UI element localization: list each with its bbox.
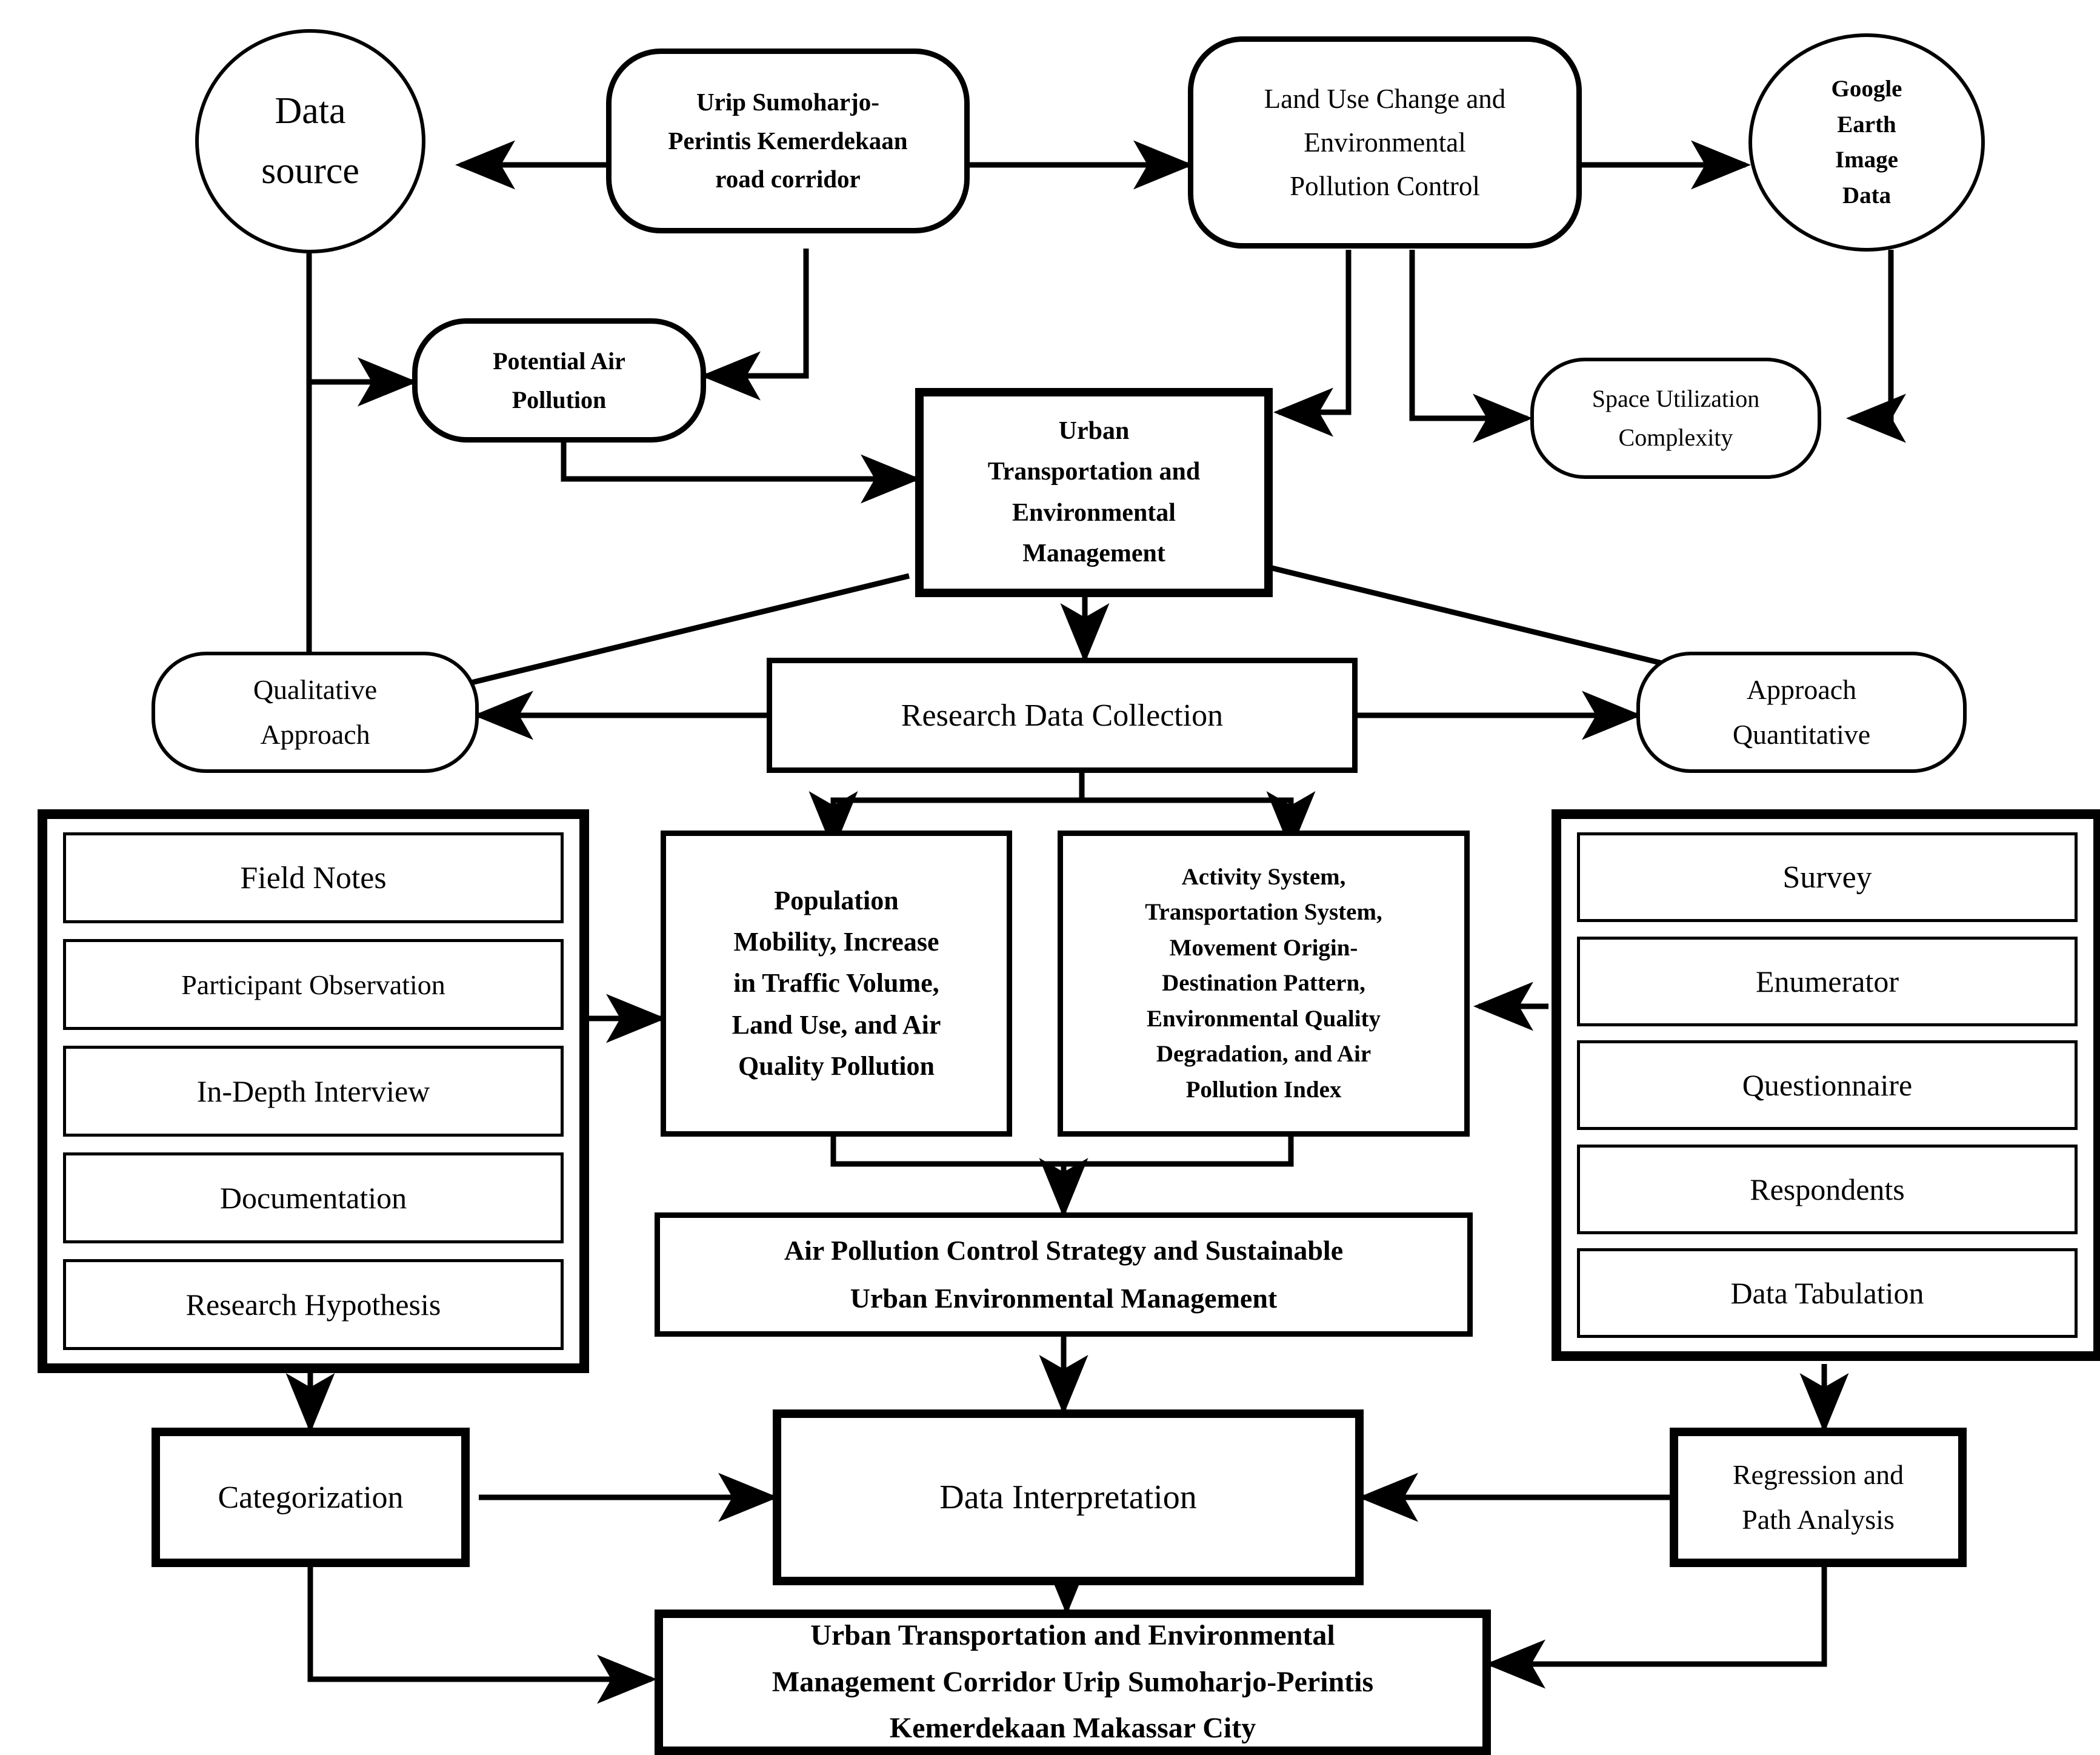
edge-landuse-to-urbanmgmt (1273, 250, 1352, 437)
list-item-label: Documentation (219, 1181, 407, 1215)
list-item-label: Data Tabulation (1730, 1276, 1924, 1310)
group-quantitative-methods: Survey Enumerator Questionnaire Responde… (1552, 809, 2100, 1361)
node-road-corridor-label: Urip Sumoharjo- Perintis Kemerdekaan roa… (668, 88, 908, 193)
edge-googleearth-to-spaceutil (1846, 250, 1906, 443)
list-item[interactable]: Survey (1577, 832, 2078, 922)
edge-categorization-to-final (307, 1567, 657, 1704)
node-research-data-collection[interactable]: Research Data Collection (767, 658, 1358, 773)
node-air-pollution-strategy[interactable]: Air Pollution Control Strategy and Susta… (655, 1212, 1473, 1337)
edge-stub-merge (830, 1134, 1294, 1167)
list-item-label: Survey (1782, 860, 1872, 895)
node-population-mobility[interactable]: Population Mobility, Increase in Traffic… (661, 831, 1012, 1137)
node-space-utilization-label: Space Utilization Complexity (1592, 385, 1760, 451)
list-item-label: Research Hypothesis (185, 1288, 441, 1322)
list-item[interactable]: In-Depth Interview (63, 1046, 564, 1137)
list-item[interactable]: Data Tabulation (1577, 1248, 2078, 1338)
list-item-label: Respondents (1750, 1172, 1905, 1206)
node-final-outcome-label: Urban Transportation and Environmental M… (772, 1619, 1374, 1745)
edge-regression-to-final (1485, 1567, 1827, 1689)
list-item-label: Enumerator (1755, 964, 1899, 998)
list-item[interactable]: Enumerator (1577, 936, 2078, 1026)
node-potential-air-pollution-label: Potential Air Pollution (493, 347, 625, 413)
node-land-use-change[interactable]: Land Use Change and Environmental Pollut… (1188, 36, 1582, 249)
edge-corridor-to-airpollution (701, 249, 809, 401)
node-urban-transport-management[interactable]: Urban Transportation and Environmental M… (915, 388, 1273, 597)
node-air-pollution-strategy-label: Air Pollution Control Strategy and Susta… (784, 1235, 1344, 1314)
node-road-corridor[interactable]: Urip Sumoharjo- Perintis Kemerdekaan roa… (606, 48, 970, 233)
node-regression-path-analysis[interactable]: Regression and Path Analysis (1670, 1428, 1967, 1567)
group-qualitative-methods: Field Notes Participant Observation In-D… (38, 809, 589, 1373)
list-item[interactable]: Research Hypothesis (63, 1259, 564, 1350)
list-item[interactable]: Respondents (1577, 1144, 2078, 1234)
node-final-outcome[interactable]: Urban Transportation and Environmental M… (655, 1610, 1491, 1755)
node-data-interpretation[interactable]: Data Interpretation (773, 1409, 1364, 1585)
node-google-earth-label: Google Earth Image Data (1831, 76, 1902, 209)
node-population-mobility-label: Population Mobility, Increase in Traffic… (732, 886, 941, 1081)
node-urban-transport-management-label: Urban Transportation and Environmental M… (987, 417, 1201, 567)
list-item[interactable]: Questionnaire (1577, 1040, 2078, 1130)
node-google-earth[interactable]: Google Earth Image Data (1748, 33, 1985, 252)
edge-airpollution-to-urbanmgmt (561, 443, 921, 504)
edge-datasource-to-airpollution (306, 253, 418, 407)
node-data-source-label: Data source (261, 90, 359, 192)
node-categorization[interactable]: Categorization (152, 1428, 470, 1567)
node-qualitative-approach[interactable]: Qualitative Approach (152, 652, 479, 773)
list-item-label: Field Notes (240, 860, 387, 895)
node-approach-quantitative-label: Approach Quantitative (1732, 674, 1871, 750)
node-data-source[interactable]: Data source (195, 29, 425, 253)
node-data-interpretation-label: Data Interpretation (939, 1479, 1197, 1516)
list-item-label: In-Depth Interview (196, 1074, 430, 1108)
node-land-use-change-label: Land Use Change and Environmental Pollut… (1264, 84, 1506, 201)
node-regression-path-analysis-label: Regression and Path Analysis (1732, 1459, 1904, 1535)
list-item[interactable]: Field Notes (63, 832, 564, 923)
node-activity-system-label: Activity System, Transportation System, … (1145, 863, 1382, 1103)
list-item-label: Participant Observation (181, 969, 445, 1000)
node-qualitative-approach-label: Qualitative Approach (253, 674, 378, 750)
list-item[interactable]: Participant Observation (63, 939, 564, 1030)
edge-landuse-to-spaceutil (1409, 250, 1533, 443)
node-categorization-label: Categorization (218, 1480, 404, 1515)
node-potential-air-pollution[interactable]: Potential Air Pollution (412, 318, 706, 443)
node-research-data-collection-label: Research Data Collection (901, 698, 1224, 733)
list-item-label: Questionnaire (1742, 1068, 1913, 1102)
node-approach-quantitative[interactable]: Approach Quantitative (1636, 652, 1967, 773)
list-item[interactable]: Documentation (63, 1152, 564, 1243)
node-activity-system[interactable]: Activity System, Transportation System, … (1058, 831, 1470, 1137)
node-space-utilization[interactable]: Space Utilization Complexity (1530, 358, 1821, 479)
